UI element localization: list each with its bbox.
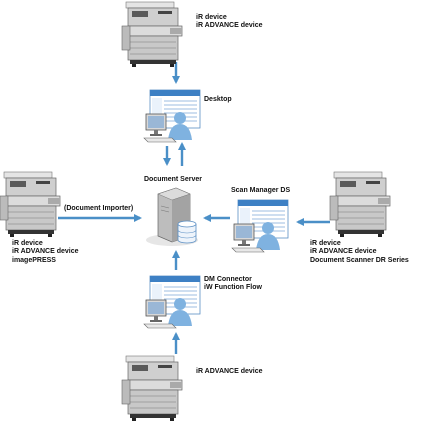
scan-manager-label: Scan Manager DS (231, 187, 291, 194)
database-cylinder-icon (177, 220, 197, 244)
right-device-printer-icon (329, 171, 391, 238)
left-device-printer-icon (0, 171, 61, 238)
document-server-label: Document Server (144, 176, 202, 183)
desktop-label: Desktop (204, 96, 232, 103)
document-importer-label: (Document Importer) (64, 205, 134, 212)
desktop-workstation-icon (143, 89, 201, 143)
right-device-line3: Document Scanner DR Series (310, 256, 409, 264)
scan-manager-workstation-icon (231, 199, 289, 253)
top-device-line1: iR device (196, 14, 227, 21)
right-device-line2: iR ADVANCE device (310, 248, 377, 256)
dm-connector-label: DM Connector iW Function Flow (204, 276, 262, 293)
right-device-label: iR device iR ADVANCE device Document Sca… (310, 240, 409, 265)
dm-connector-line2: iW Function Flow (204, 284, 262, 292)
dm-connector-workstation-icon (143, 275, 201, 329)
document-server-icon (146, 187, 198, 246)
left-device-line3: imagePRESS (12, 256, 56, 264)
top-device-line2: iR ADVANCE device (196, 22, 263, 30)
top-device-printer-icon (121, 1, 183, 68)
left-device-line2: iR ADVANCE device (12, 248, 79, 256)
top-device-label: iR device iR ADVANCE device (196, 14, 263, 31)
right-device-line1: iR device (310, 240, 341, 247)
dm-connector-line1: DM Connector (204, 276, 252, 283)
left-device-label: iR device iR ADVANCE device imagePRESS (12, 240, 79, 265)
bottom-device-printer-icon (121, 355, 183, 422)
left-device-line1: iR device (12, 240, 43, 247)
bottom-device-label: iR ADVANCE device (196, 368, 263, 375)
